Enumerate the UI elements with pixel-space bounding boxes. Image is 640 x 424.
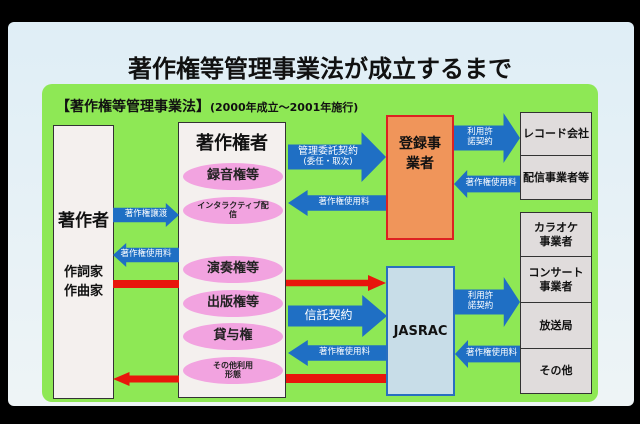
mgmt-note: (委任・取次) xyxy=(303,156,353,167)
right-performance: 演奏権等 xyxy=(183,256,283,283)
subtitle-note: (2000年成立～2001年施行) xyxy=(210,101,359,114)
user-karaoke: カラオケ事業者 xyxy=(520,212,592,257)
right-interactive: インタラクティブ配信 xyxy=(183,197,283,224)
trust-label: 信託契約 xyxy=(304,308,353,323)
user-other: その他 xyxy=(520,348,592,394)
red-arrow-to-author xyxy=(113,372,179,386)
subtitle: 【著作権等管理事業法】(2000年成立～2001年施行) xyxy=(56,96,358,116)
subtitle-main: 【著作権等管理事業法】 xyxy=(56,99,210,115)
rights-holder-label: 著作権者 xyxy=(196,133,268,154)
user-concert: コンサート事業者 xyxy=(520,256,592,303)
jasrac-label: JASRAC xyxy=(393,323,448,339)
royalty-label: 著作権使用料 xyxy=(318,347,370,358)
red-line-author xyxy=(113,280,179,288)
royalty-label: 著作権使用料 xyxy=(465,348,517,359)
slide-title: 著作権等管理事業法が成立するまで xyxy=(128,55,512,83)
license-label: 利用許諾契約 xyxy=(467,291,494,311)
registered-label: 登録事業者 xyxy=(399,135,441,172)
author-box: 著作者 作詞家 作曲家 xyxy=(53,125,114,399)
mgmt-contract-label: 管理委託契約 xyxy=(298,146,358,158)
author-sub-composer: 作曲家 xyxy=(63,283,103,299)
author-sub-lyricist: 作詞家 xyxy=(63,264,103,280)
user-broadcaster: 放送局 xyxy=(520,302,592,349)
right-other: その他利用形態 xyxy=(183,357,283,384)
author-label: 著作者 xyxy=(58,210,109,231)
right-lending: 貸与権 xyxy=(183,323,283,350)
red-line-jasrac xyxy=(286,374,387,383)
transfer-label: 著作権譲渡 xyxy=(124,209,168,220)
jasrac-box: JASRAC xyxy=(386,266,455,396)
royalty-label: 著作権使用料 xyxy=(120,249,172,260)
royalty-label: 著作権使用料 xyxy=(465,178,517,189)
license-label: 利用許諾契約 xyxy=(467,127,493,147)
user-record-company: レコード会社 xyxy=(520,112,592,156)
right-recording: 録音権等 xyxy=(183,163,283,190)
royalty-label: 著作権使用料 xyxy=(318,197,370,208)
registered-operator-box: 登録事業者 xyxy=(386,115,454,240)
user-distributor: 配信事業者等 xyxy=(520,155,592,200)
right-publishing: 出版権等 xyxy=(183,290,283,317)
